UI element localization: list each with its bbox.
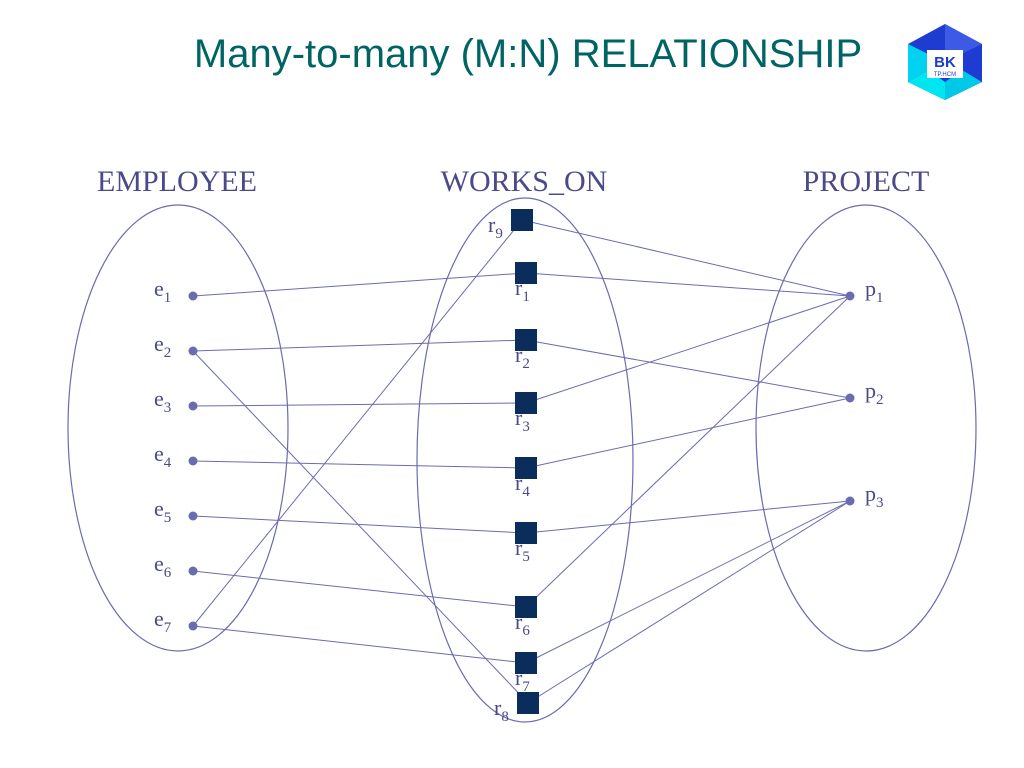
relation-instance-r2 (515, 329, 537, 351)
entity-nodes (188, 209, 855, 714)
employee-label-e7: e7 (154, 606, 172, 636)
employee-node-e7 (188, 621, 198, 631)
project-node-p1 (845, 291, 855, 301)
set-label-employee: EMPLOYEE (97, 165, 257, 198)
link-r5-p3 (525, 500, 851, 534)
university-logo: BK TP.HCM (908, 24, 982, 100)
set-ovals (67, 197, 977, 723)
link-e4-r4 (192, 460, 527, 469)
link-r2-p2 (525, 339, 851, 399)
employee-label-e3: e3 (154, 386, 171, 416)
link-r9-p1 (521, 219, 851, 297)
relation-instance-r8 (517, 692, 539, 714)
project-label-p3: p3 (865, 481, 884, 511)
employee-node-e3 (188, 401, 198, 411)
link-e6-r6 (192, 570, 527, 608)
link-e7-r7 (192, 625, 527, 664)
link-r3-p1 (525, 295, 851, 404)
link-e5-r5 (192, 515, 527, 534)
page-title: Many-to-many (M:N) RELATIONSHIP (193, 32, 863, 76)
employee-node-e2 (188, 346, 198, 356)
link-e3-r3 (192, 402, 527, 407)
employee-node-e1 (188, 291, 198, 301)
relation-instance-r1 (515, 262, 537, 284)
set-oval-works_on (416, 197, 634, 723)
relation-instance-r9 (511, 209, 533, 231)
employee-node-e6 (188, 566, 198, 576)
relation-instance-r4 (515, 457, 537, 479)
employee-label-e6: e6 (154, 551, 172, 581)
link-e2-r2 (192, 339, 527, 352)
project-node-p3 (845, 496, 855, 506)
employee-label-e4: e4 (154, 441, 172, 471)
relation-instance-r7 (515, 652, 537, 674)
link-e7-r9 (192, 219, 523, 627)
set-oval-project (755, 204, 977, 652)
logo-subtext: TP.HCM (934, 72, 956, 78)
link-r7-p3 (525, 500, 851, 664)
relation-instance-r5 (515, 522, 537, 544)
set-oval-employee (67, 204, 289, 652)
employee-label-e1: e1 (154, 276, 171, 306)
relation-instance-r6 (515, 596, 537, 618)
set-label-works-on: WORKS_ON (441, 165, 608, 198)
employee-node-e4 (188, 456, 198, 466)
link-r6-p1 (525, 295, 851, 608)
relation-label-r8: r8 (494, 695, 509, 725)
relation-instance-r3 (515, 392, 537, 414)
link-r4-p2 (525, 397, 851, 469)
logo-text: BK (934, 54, 956, 71)
link-e1-r1 (192, 272, 527, 297)
employee-label-e5: e5 (154, 496, 171, 526)
employee-label-e2: e2 (154, 331, 171, 361)
link-r1-p1 (525, 272, 851, 297)
link-e2-r8 (192, 350, 529, 704)
project-node-p2 (845, 393, 855, 403)
set-label-project: PROJECT (803, 165, 930, 198)
link-r8-p3 (527, 500, 851, 704)
project-label-p2: p2 (865, 378, 884, 408)
relationship-lines (192, 219, 851, 704)
project-label-p1: p1 (865, 276, 884, 306)
relation-label-r9: r9 (488, 212, 503, 242)
employee-node-e5 (188, 511, 198, 521)
